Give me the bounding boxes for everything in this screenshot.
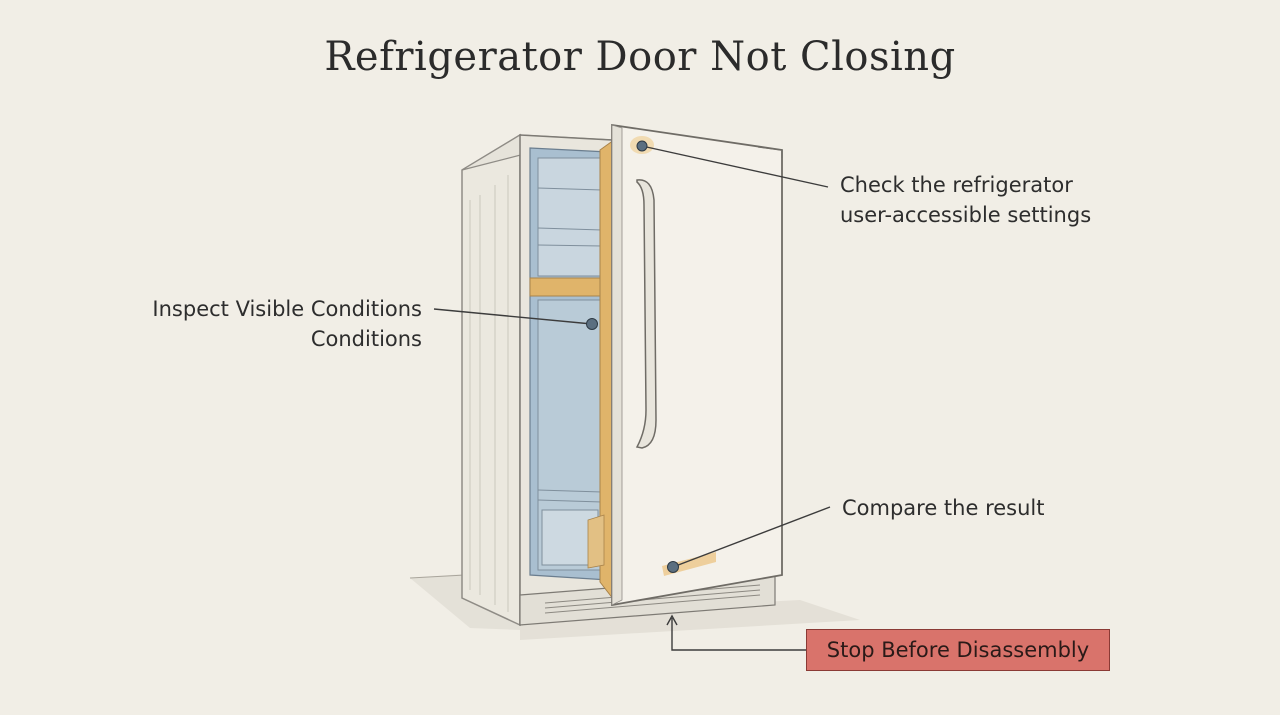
callout-settings: Check the refrigerator user-accessible s… [840, 170, 1091, 230]
callout-line-settings [641, 145, 829, 188]
settings-marker [636, 140, 648, 152]
callout-line-stop [671, 618, 806, 651]
stop-warning-box: Stop Before Disassembly [806, 629, 1110, 671]
callout-inspect: Inspect Visible Conditions Conditions [110, 294, 422, 354]
inspect-marker [586, 318, 598, 330]
refrigerator-interior [529, 147, 609, 581]
callout-compare-line1: Compare the result [842, 496, 1045, 520]
up-arrow-icon [666, 614, 678, 626]
callout-inspect-line2: Conditions [310, 327, 422, 351]
callout-settings-line2: user-accessible settings [840, 203, 1092, 227]
callout-line-compare [672, 506, 831, 568]
door-handle [635, 179, 657, 449]
callout-settings-line1: Check the refrigerator [840, 173, 1073, 197]
refrigerator-door [611, 123, 783, 607]
callout-compare: Compare the result [842, 493, 1044, 523]
callout-inspect-line1: Inspect Visible Conditions [152, 297, 422, 321]
callout-line-inspect [433, 308, 593, 325]
door-gasket-lower [587, 514, 605, 569]
callout-lines [433, 140, 831, 651]
page-title: Refrigerator Door Not Closing [324, 34, 956, 80]
compare-marker [667, 561, 679, 573]
